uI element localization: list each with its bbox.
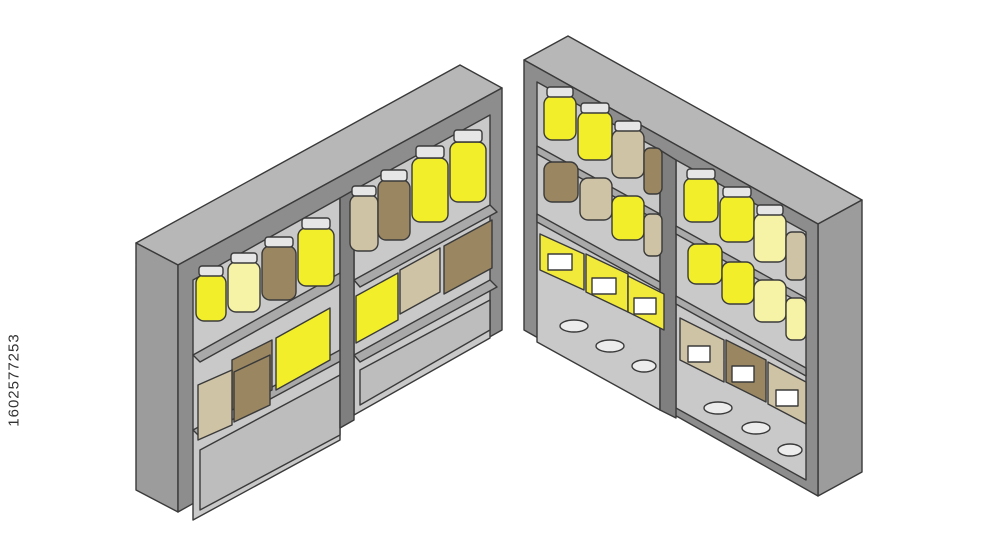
right-shelf-board-2 xyxy=(536,213,661,291)
stock-id-text: 1602577253 xyxy=(5,333,23,427)
bin xyxy=(233,354,271,423)
bag-label xyxy=(633,297,657,315)
scoop xyxy=(595,339,625,353)
right-scoops xyxy=(559,319,803,457)
jar xyxy=(543,161,579,203)
left-shelf-board-4 xyxy=(353,279,498,363)
right-shelf-side xyxy=(817,199,863,497)
bin xyxy=(443,219,493,295)
jar xyxy=(721,261,755,305)
jar-lid xyxy=(686,168,716,180)
left-shelf-board-3 xyxy=(353,204,498,288)
jar xyxy=(411,157,449,223)
scoop xyxy=(559,319,589,333)
scoop xyxy=(703,401,733,415)
bag-label xyxy=(547,253,573,271)
jar xyxy=(611,129,645,179)
jar-lid xyxy=(722,186,752,198)
left-shelf-lower-cubby-2 xyxy=(359,299,491,406)
left-shelf-divider xyxy=(339,189,355,429)
jar-lid xyxy=(453,129,483,143)
jar-lid xyxy=(230,252,258,264)
jar xyxy=(687,243,723,285)
left-shelf-lower-cubby xyxy=(199,374,341,511)
jar xyxy=(579,177,613,221)
jar-lid xyxy=(546,86,574,98)
jar xyxy=(643,213,663,257)
right-shelf-board-4 xyxy=(675,295,807,377)
bin-label xyxy=(731,365,755,383)
jar xyxy=(377,179,411,241)
left-shelf-end-panel xyxy=(135,242,179,513)
jar xyxy=(753,213,787,263)
left-jars-top-row xyxy=(195,129,487,322)
right-bins xyxy=(679,317,807,425)
jar xyxy=(449,141,487,203)
jar xyxy=(611,195,645,241)
bin-label xyxy=(687,345,711,363)
jar xyxy=(543,95,577,141)
right-bags xyxy=(539,233,665,331)
stock-id-vertical: 1602577253 xyxy=(2,300,26,460)
jar xyxy=(719,195,755,243)
bin xyxy=(355,272,399,344)
jar-lid xyxy=(580,102,610,114)
jar-lid xyxy=(351,185,377,197)
jar xyxy=(683,177,719,223)
jar-lid xyxy=(301,217,331,230)
bin-label xyxy=(775,389,799,407)
jar xyxy=(195,274,227,322)
scoop xyxy=(631,359,657,373)
bin xyxy=(197,369,233,441)
jar-lid xyxy=(415,145,445,159)
right-shelf-divider xyxy=(659,149,677,419)
bin xyxy=(399,247,441,315)
jar-lid xyxy=(264,236,294,248)
jar xyxy=(261,245,297,301)
jar-lid xyxy=(380,169,408,182)
jar xyxy=(227,261,261,313)
scoop xyxy=(741,421,771,435)
left-bins xyxy=(197,219,493,441)
right-jars xyxy=(543,86,807,341)
jar xyxy=(785,297,807,341)
bin xyxy=(275,307,331,391)
jar-lid xyxy=(198,265,224,277)
jar xyxy=(349,194,379,252)
bag-label xyxy=(591,277,617,295)
jar xyxy=(753,279,787,323)
jar xyxy=(577,111,613,161)
jar xyxy=(643,147,663,195)
jar xyxy=(297,227,335,287)
jar-lid xyxy=(614,120,642,132)
scoop xyxy=(777,443,803,457)
jar-lid xyxy=(756,204,784,216)
jar xyxy=(785,231,807,281)
